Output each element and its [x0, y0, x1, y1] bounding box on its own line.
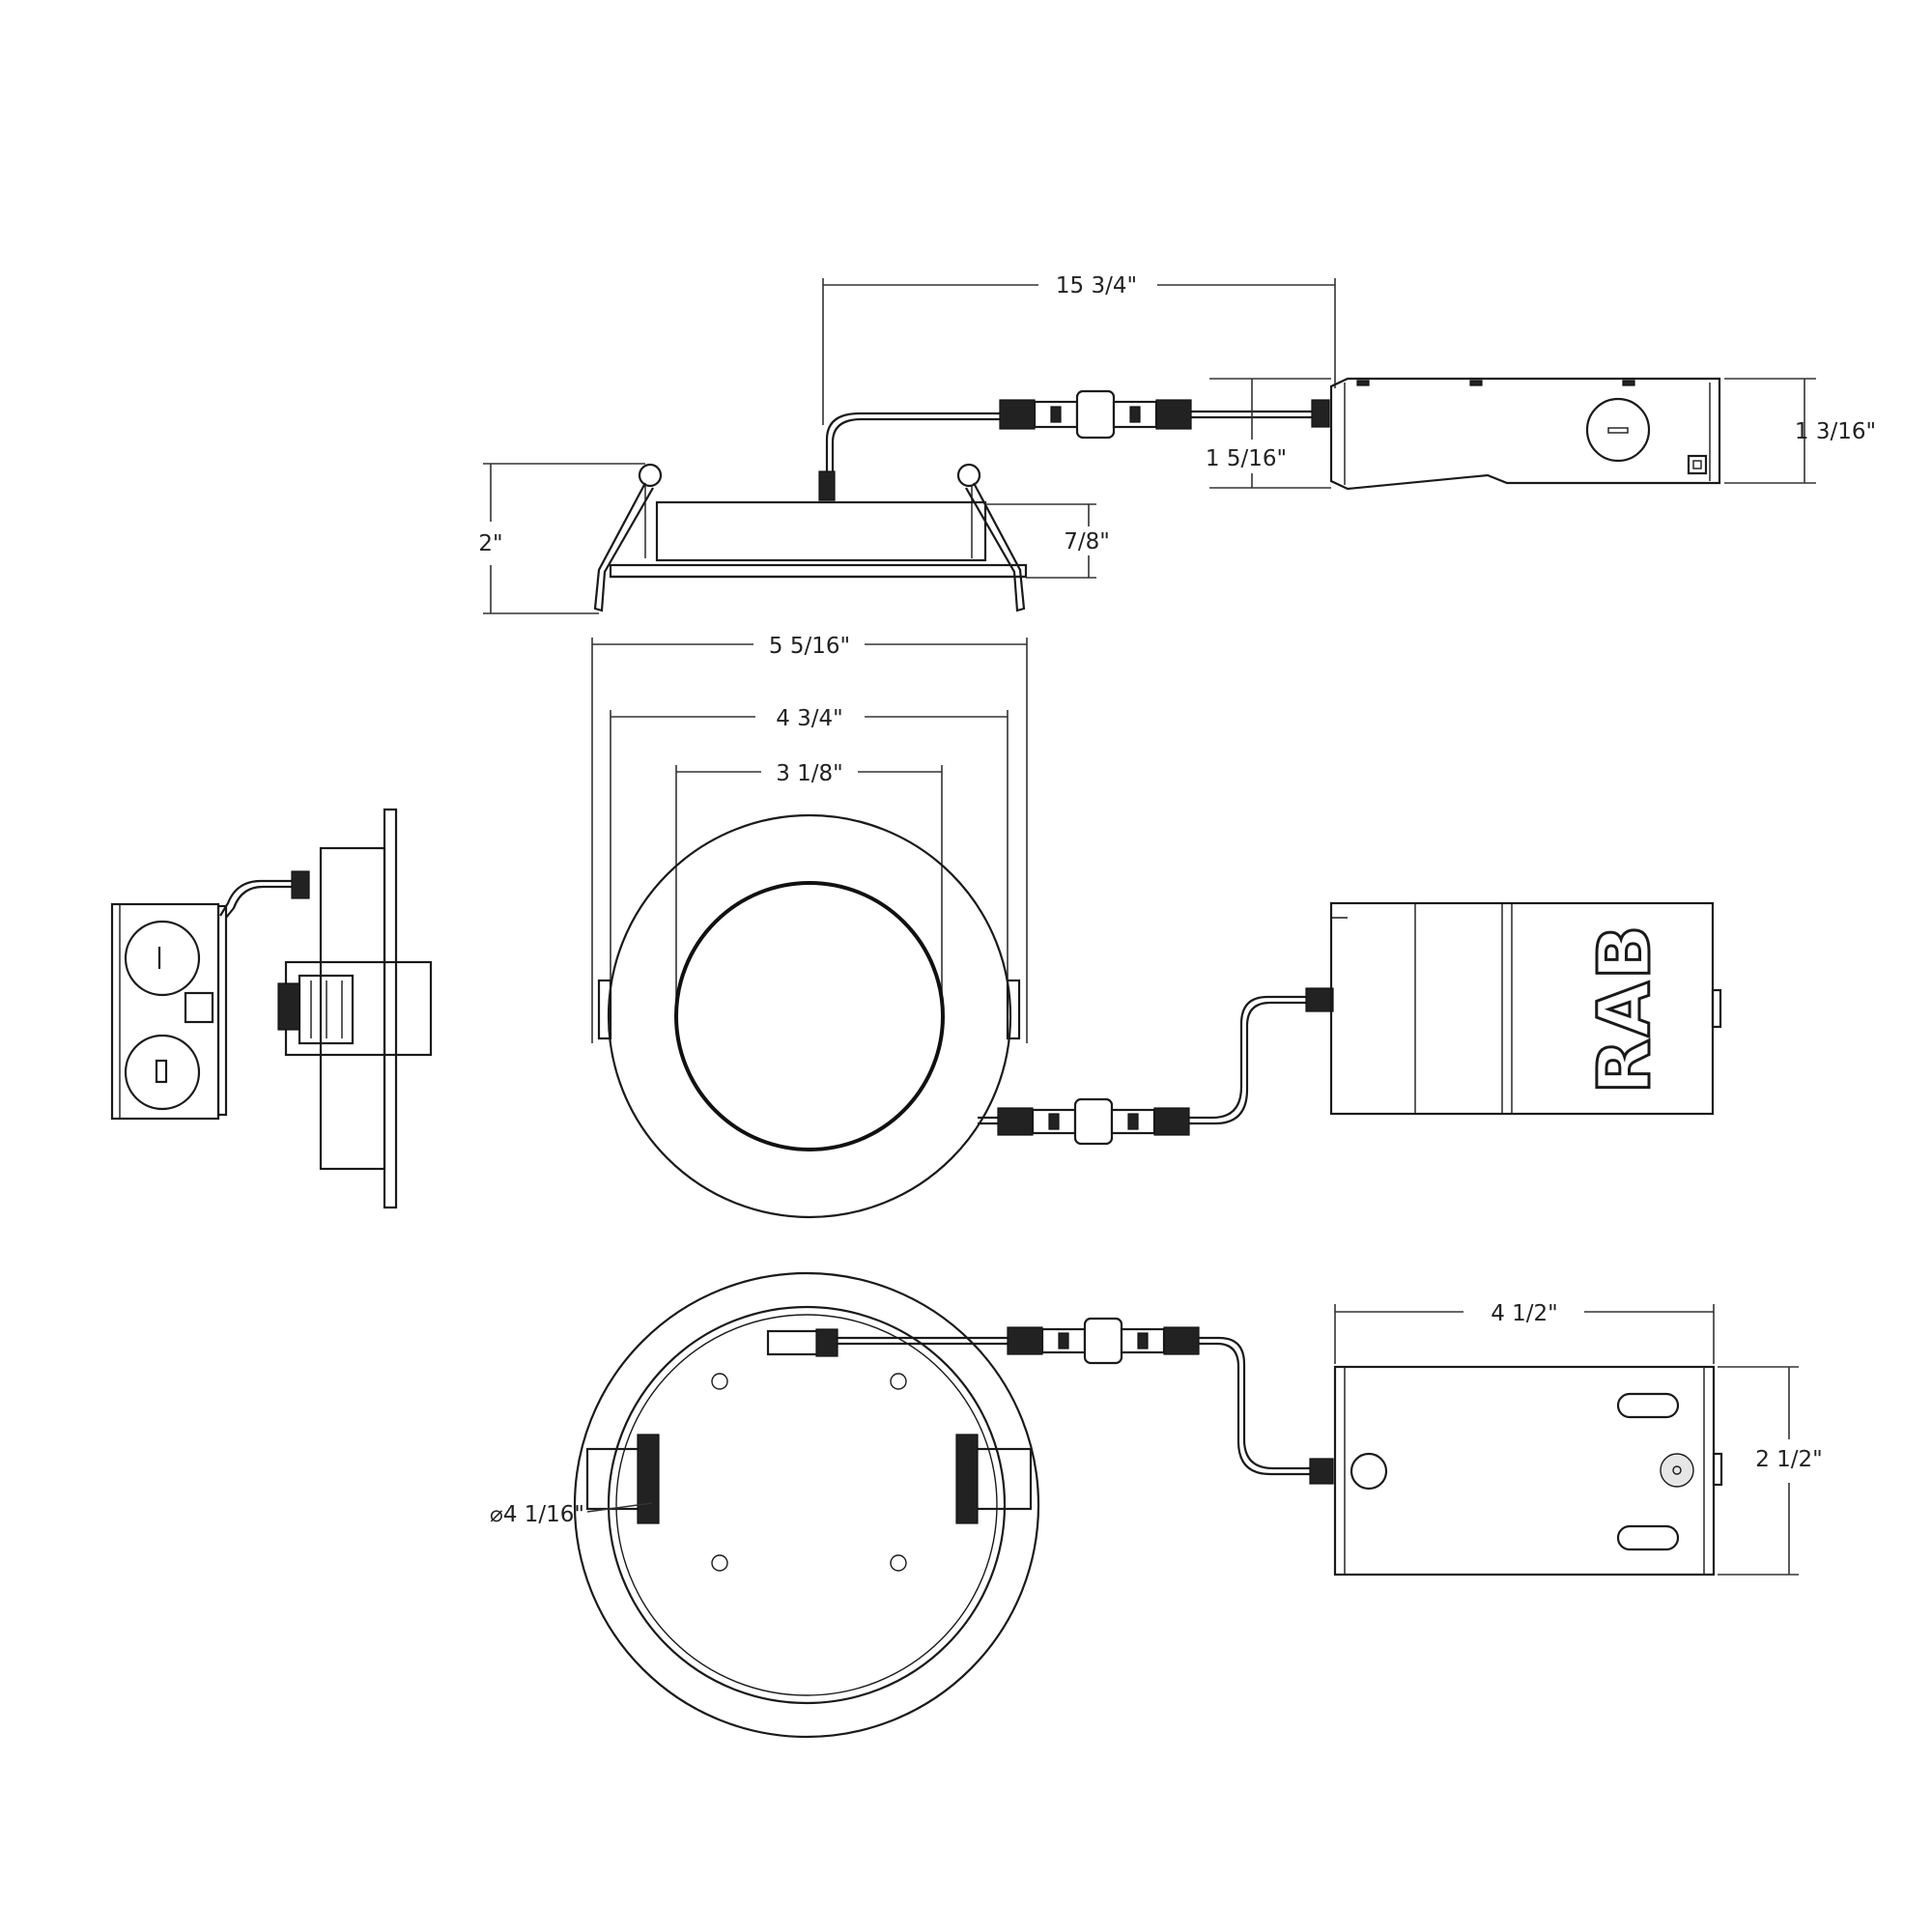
driver-depth-label: 2 1/2" [1755, 1447, 1823, 1472]
junction-box-side [110, 902, 228, 1121]
trim-depth-dimension: 7/8" [985, 503, 1110, 579]
fixture-height-label: 2" [478, 531, 502, 556]
driver-height-right-label: 1 3/16" [1795, 419, 1876, 444]
trim-ring [607, 813, 1012, 1219]
housing-diameter-dimension: 4 3/4" [610, 706, 1009, 985]
driver-height-right-dimension: 1 3/16" [1724, 378, 1876, 484]
overall-length-label: 15 3/4" [1056, 273, 1137, 298]
housing-diameter-label: 4 3/4" [776, 706, 843, 731]
spring-clip-right [1006, 979, 1021, 1040]
rab-logo: RAB [1583, 923, 1666, 1094]
driver-box-back [1333, 1365, 1723, 1577]
fixture-side-body [593, 412, 1028, 612]
front-face-view: 5 5/16" 4 3/4" 3 1/8" [591, 634, 1722, 1219]
back-spring-clip-right [955, 1434, 1033, 1524]
front-cable-connector [978, 987, 1334, 1146]
back-view: ⌀4 1/16" 4 1/2" 2 1/2" [490, 1271, 1823, 1739]
back-inline-connector [1007, 1317, 1334, 1485]
driver-box-side [1329, 377, 1721, 491]
trim-depth-label: 7/8" [1064, 529, 1110, 554]
lens [674, 881, 945, 1151]
driver-depth-dimension: 2 1/2" [1718, 1366, 1823, 1576]
trim-diameter-dimension: 5 5/16" [591, 634, 1028, 1043]
side-elevation-view: 15 3/4" [478, 273, 1876, 614]
spring-clip-side [277, 980, 343, 1038]
left-side-view [110, 808, 433, 1209]
keyhole-slot-bottom [1616, 1524, 1680, 1551]
spring-clip-left [597, 979, 612, 1040]
driver-width-label: 4 1/2" [1491, 1301, 1558, 1326]
driver-height-label: 1 5/16" [1206, 446, 1287, 471]
driver-width-dimension: 4 1/2" [1334, 1301, 1715, 1364]
driver-box-face: RAB [1329, 901, 1722, 1116]
driver-height-dimension: 1 5/16" [1206, 378, 1331, 489]
back-housing-ring [607, 1305, 1007, 1705]
back-trim-ring [573, 1271, 1040, 1739]
back-spring-clip-left [585, 1434, 660, 1524]
trim-diameter-label: 5 5/16" [769, 634, 850, 659]
fixture-height-dimension: 2" [478, 463, 645, 614]
cutout-diameter-dimension: ⌀4 1/16" [490, 1502, 653, 1527]
lens-diameter-dimension: 3 1/8" [675, 761, 943, 1005]
lens-diameter-label: 3 1/8" [776, 761, 843, 786]
overall-length-dimension: 15 3/4" [822, 273, 1336, 425]
cutout-diameter-label: ⌀4 1/16" [490, 1502, 584, 1527]
keyhole-slot-top [1616, 1392, 1680, 1419]
knockout-hole [1350, 1452, 1388, 1491]
inline-connector-top [999, 389, 1330, 440]
